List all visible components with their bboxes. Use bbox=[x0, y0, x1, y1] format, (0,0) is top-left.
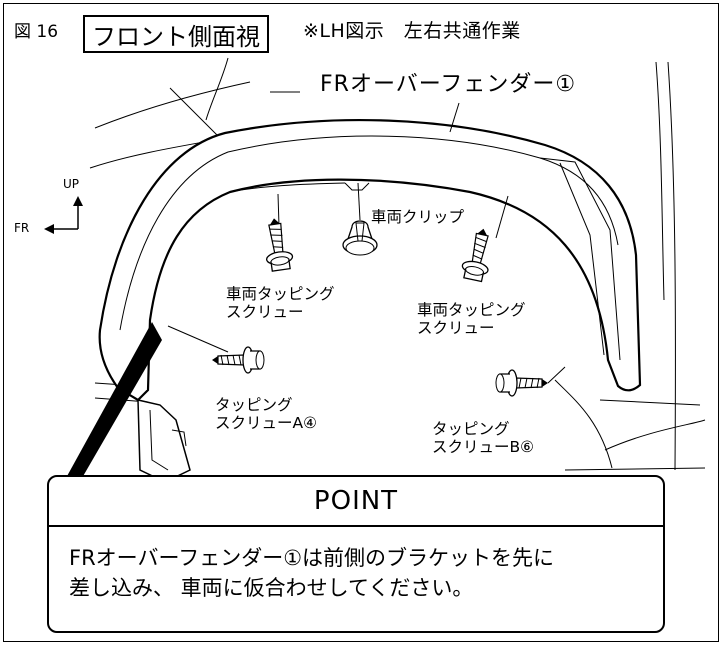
leader-screw-a bbox=[167, 325, 229, 353]
leader-screw-left bbox=[277, 193, 280, 227]
figure-frame bbox=[3, 3, 719, 642]
tapping-screw-b-label: タッピング スクリューB⑥ bbox=[432, 420, 535, 456]
tapping-screw-left-icon bbox=[266, 218, 294, 272]
tapping-screw-left-label: 車両タッピング スクリュー bbox=[226, 285, 335, 321]
leader-screw-right bbox=[495, 195, 509, 239]
up-arrow-icon bbox=[73, 196, 83, 206]
point-title: POINT bbox=[49, 477, 663, 527]
leader-lines bbox=[167, 102, 566, 384]
leader-clip bbox=[357, 182, 361, 221]
tapping-screw-right-label: 車両タッピング スクリュー bbox=[417, 301, 526, 337]
axis-fr-label: FR bbox=[14, 221, 30, 235]
vehicle-clip-label: 車両クリップ bbox=[371, 208, 465, 226]
tapping-screw-b-icon bbox=[495, 369, 548, 397]
leader-screw-b bbox=[547, 366, 566, 384]
point-text: FRオーバーフェンダー①は前側のブラケットを先に 差し込み、 車両に仮合わせして… bbox=[69, 546, 555, 600]
tapping-screw-a-label: タッピング スクリューA④ bbox=[215, 396, 317, 432]
point-callout-wedge bbox=[66, 322, 162, 478]
vehicle-clip-icon bbox=[342, 220, 378, 256]
point-box: POINT FRオーバーフェンダー①は前側のブラケットを先に 差し込み、 車両に… bbox=[47, 475, 665, 633]
fender-label: FRオーバーフェンダー① bbox=[320, 72, 577, 97]
leader-fender bbox=[449, 102, 460, 133]
view-title: フロント側面視 bbox=[83, 15, 269, 53]
fender-shape bbox=[98, 118, 642, 483]
figure-number: 図 16 bbox=[14, 22, 59, 42]
tapping-screw-right-icon bbox=[461, 228, 489, 283]
tapping-screw-a-icon bbox=[212, 346, 265, 374]
axis-up-label: UP bbox=[63, 177, 80, 191]
figure-note: ※LH図示 左右共通作業 bbox=[303, 20, 521, 42]
fr-arrow-icon bbox=[44, 224, 54, 234]
direction-arrows bbox=[44, 196, 83, 234]
